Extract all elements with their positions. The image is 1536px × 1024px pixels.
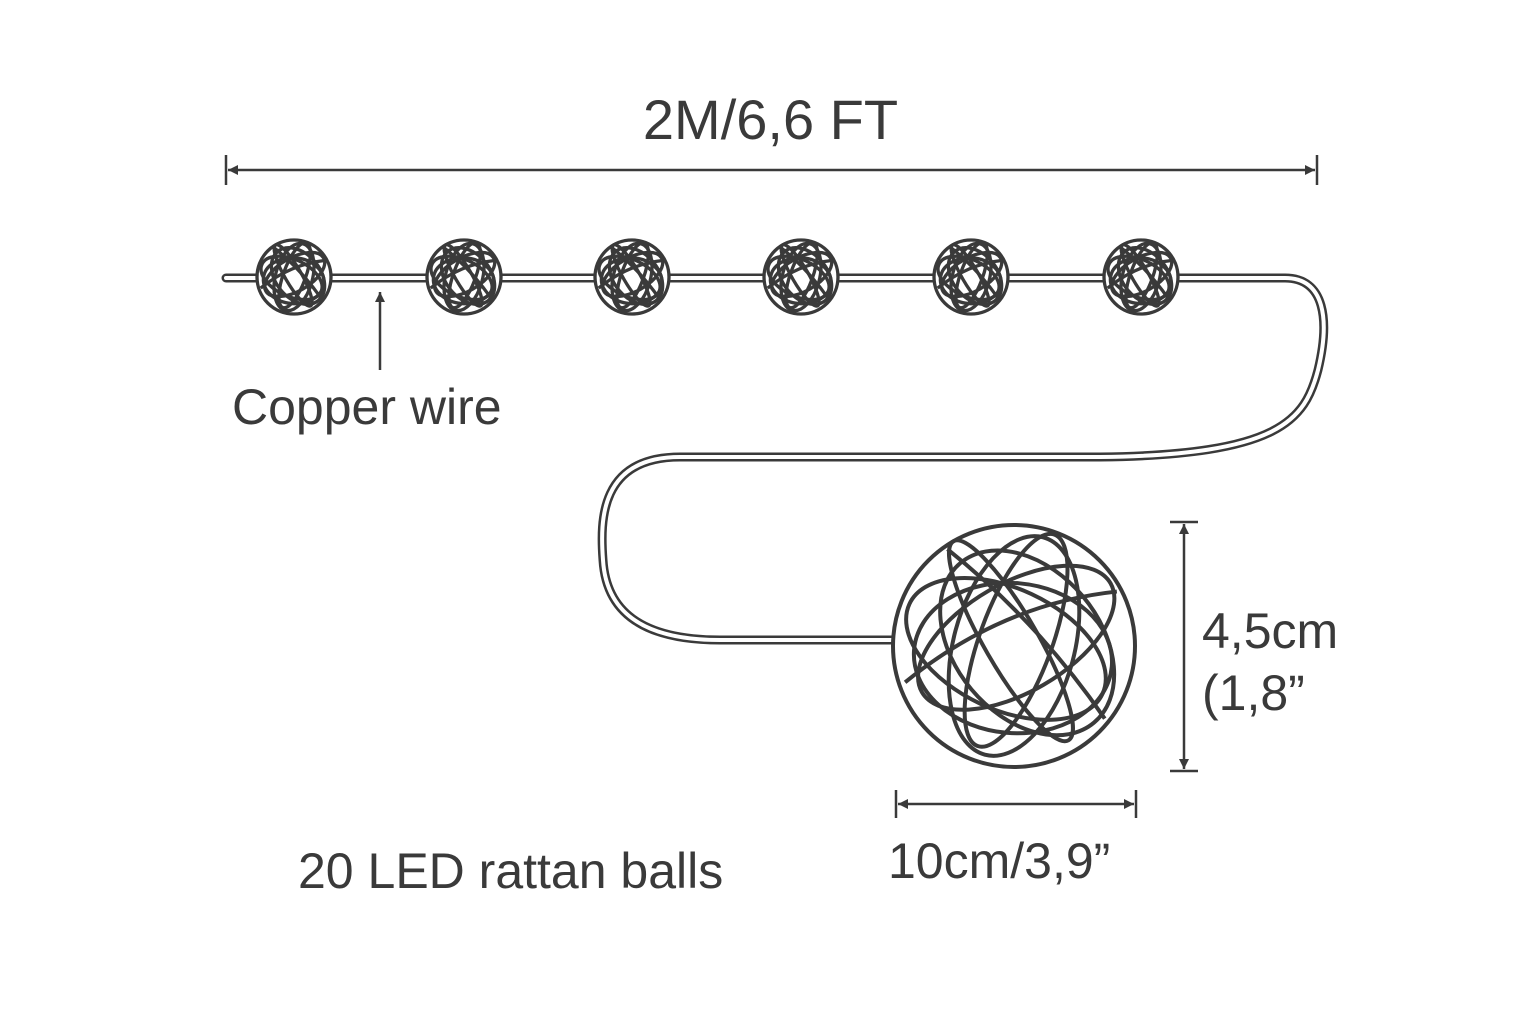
ball-height-label-cm: 4,5cm xyxy=(1202,603,1339,659)
rattan-ball-icon xyxy=(761,237,842,315)
length-dimension xyxy=(224,155,1319,185)
rattan-ball-detail xyxy=(884,516,1150,770)
total-length-label: 2M/6,6 FT xyxy=(642,88,899,151)
rattan-ball-icon xyxy=(1101,237,1182,315)
rattan-ball-icon xyxy=(592,237,673,315)
ball-width-label: 10cm/3,9” xyxy=(888,833,1111,889)
small-balls xyxy=(254,237,1182,315)
width-dimension xyxy=(894,790,1138,818)
led-count-label: 20 LED rattan balls xyxy=(298,843,724,899)
rattan-ball-icon xyxy=(424,237,505,315)
copper-wire xyxy=(221,273,1329,645)
rattan-ball-icon xyxy=(254,237,335,315)
height-dimension xyxy=(1170,520,1198,773)
rattan-ball-icon xyxy=(931,237,1012,315)
copper-wire-label: Copper wire xyxy=(232,379,502,435)
ball-height-label-inch: (1,8” xyxy=(1202,665,1305,721)
